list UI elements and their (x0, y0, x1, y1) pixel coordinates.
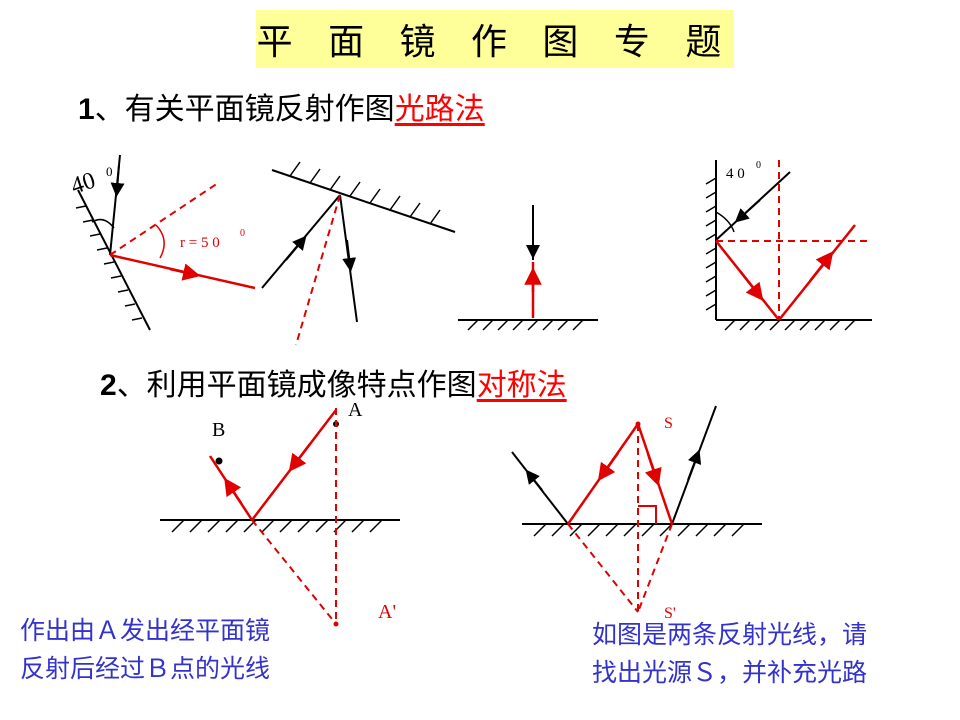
point-b-label: B (212, 419, 225, 441)
image-label: S' (664, 605, 676, 622)
mirror-line (77, 189, 151, 331)
note-left-line-2: 反射后经过Ｂ点的光线 (20, 654, 271, 683)
reflected-ray-right-arrow (687, 449, 702, 481)
reflect-angle-label: r = 5 0 (180, 235, 220, 251)
incident-ray-arrow (285, 235, 307, 261)
right-angle-mark (638, 505, 657, 524)
figure-6: S S' (511, 405, 762, 622)
section-2-number: 2 (100, 369, 117, 402)
source-point (635, 421, 641, 427)
mirror-hatch (533, 523, 745, 537)
point-b (215, 457, 223, 465)
section-1-heading: 1、有关平面镜反射作图光路法 (78, 84, 485, 128)
note-left: 作出由Ａ发出经平面镜 反射后经过Ｂ点的光线 (20, 612, 270, 688)
section-2-text: 、利用平面镜成像特点作图 (116, 368, 477, 403)
reflected-ray-left-arrow (525, 469, 543, 491)
reflected-ray-2-arrow (809, 251, 834, 282)
incident-angle-arc (91, 218, 115, 229)
page-title: 平 面 镜 作 图 专 题 (256, 10, 734, 68)
reflect-angle-degree: 0 (240, 228, 245, 239)
angle-arc (715, 211, 735, 233)
virtual-ray (251, 519, 337, 625)
mirror-line (271, 169, 456, 233)
section-2-method: 对称法 (476, 368, 567, 403)
reflected-ray-arrow (169, 263, 201, 281)
mirror-hatch (75, 205, 143, 321)
mirror-hatch (467, 319, 584, 331)
section-2-heading: 2、利用平面镜成像特点作图对称法 (100, 360, 567, 404)
note-right-line-1: 如图是两条反射光线，请 (592, 620, 868, 649)
normal-line (295, 194, 341, 346)
note-right: 如图是两条反射光线，请 找出光源Ｓ，并补充光路 (592, 616, 867, 692)
reflected-ray-arrow (224, 477, 243, 504)
incident-ray-arrow (288, 443, 311, 472)
section-1-number: 1 (78, 93, 95, 126)
figure-2 (261, 161, 456, 346)
note-right-line-2: 找出光源Ｓ，并补充光路 (592, 658, 868, 687)
angle-degree: 0 (756, 160, 761, 171)
figure-5: A B A' (160, 399, 400, 627)
incident-ray-right-arrow (644, 453, 662, 487)
incident-ray-arrow (110, 164, 125, 197)
mirror-hatch (289, 161, 441, 225)
point-a-label: A (348, 399, 363, 421)
source-label: S (664, 415, 673, 432)
reflected-ray-1-arrow (739, 270, 764, 301)
figure-1: 40 0 r = 5 0 0 (68, 154, 256, 331)
vertical-mirror-hatch (705, 177, 717, 311)
section-1-text: 、有关平面镜反射作图 (94, 92, 395, 127)
note-left-line-1: 作出由Ａ发出经平面镜 (20, 616, 271, 645)
virtual-ray-right (637, 523, 673, 613)
figure-3 (458, 205, 598, 331)
angle-label: 4 0 (726, 166, 745, 182)
incident-angle-degree: 0 (106, 164, 113, 179)
virtual-ray-left (567, 523, 639, 613)
incident-ray-arrow (734, 199, 761, 223)
incident-ray-left-arrow (597, 452, 620, 482)
incident-angle-label: 40 (68, 168, 99, 200)
normal-line (109, 182, 219, 256)
horizontal-mirror-hatch (724, 319, 856, 331)
reflected-ray-arrow (342, 239, 357, 272)
figure-4: 4 0 0 (705, 160, 872, 331)
image-a-label: A' (378, 601, 396, 623)
reflect-angle-arc (155, 224, 165, 259)
mirror-hatch (171, 519, 383, 533)
section-1-method: 光路法 (394, 92, 485, 127)
